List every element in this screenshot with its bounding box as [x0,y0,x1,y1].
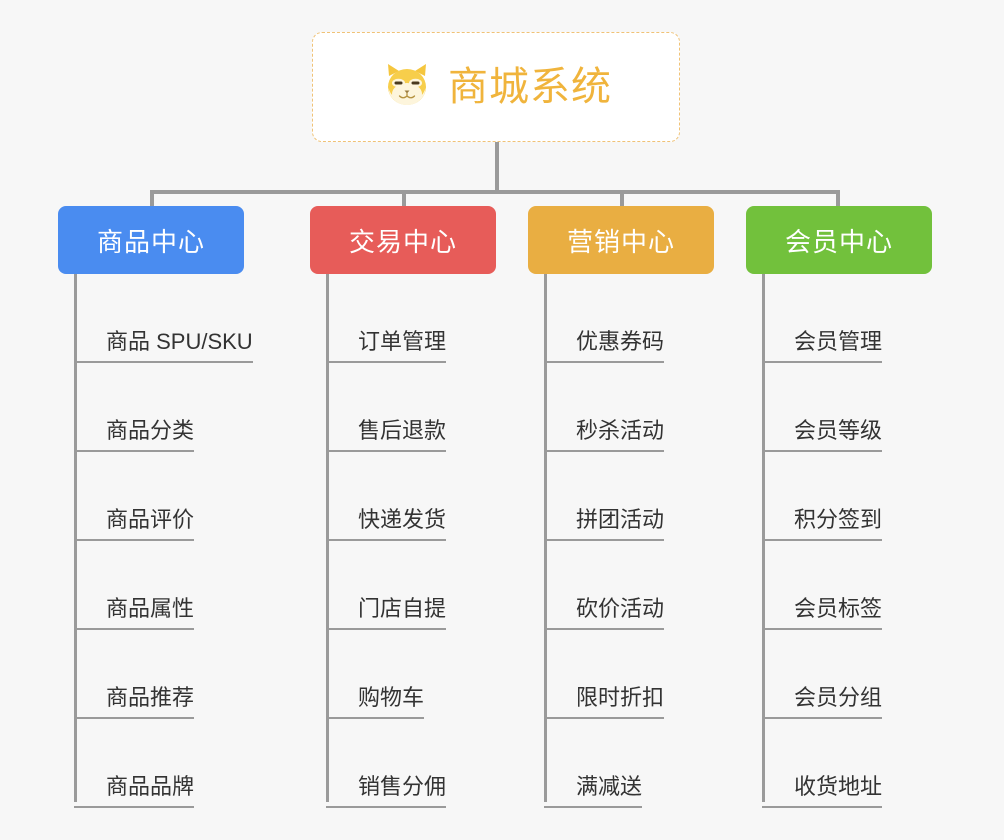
list-item-label: 商品品牌 [106,774,195,808]
branch-header-marketing-center[interactable]: 营销中心 [528,206,714,274]
list-item[interactable]: 优惠券码 [528,274,733,363]
list-item[interactable]: 商品评价 [58,452,288,541]
branch-columns: 商品中心 商品 SPU/SKU 商品分类 商品评价 商品属性 商品推荐 商品品牌… [0,206,1004,840]
connector-drop-3 [620,190,624,208]
branch-header-label: 会员中心 [784,226,893,257]
list-item[interactable]: 限时折扣 [528,630,733,719]
list-item-label: 商品评价 [106,507,195,541]
list-item[interactable]: 收货地址 [746,719,951,808]
list-item[interactable]: 销售分佣 [310,719,515,808]
list-item-label: 商品 SPU/SKU [106,329,253,363]
list-item-label: 购物车 [358,685,425,719]
list-item[interactable]: 商品 SPU/SKU [58,274,288,363]
branch-item-list: 商品 SPU/SKU 商品分类 商品评价 商品属性 商品推荐 商品品牌 [58,274,288,808]
list-item-label: 订单管理 [358,329,447,363]
list-item-label: 商品分类 [106,418,195,452]
root-node-shop-system[interactable]: 商城系统 [312,32,680,142]
connector-drop-1 [150,190,154,208]
root-title: 商城系统 [448,65,612,109]
branch-item-list: 订单管理 售后退款 快递发货 门店自提 购物车 销售分佣 [310,274,515,808]
branch-header-label: 交易中心 [348,226,457,257]
list-item-label: 会员等级 [794,418,883,452]
branch-rail [544,274,547,802]
branch-rail [74,274,77,802]
list-item[interactable]: 会员标签 [746,541,951,630]
connector-drop-2 [402,190,406,208]
branch-header-label: 商品中心 [96,226,205,257]
branch-column-marketing-center: 营销中心 优惠券码 秒杀活动 拼团活动 砍价活动 限时折扣 满减送 [528,206,733,808]
list-item[interactable]: 商品属性 [58,541,288,630]
list-item[interactable]: 快递发货 [310,452,515,541]
list-item[interactable]: 商品品牌 [58,719,288,808]
list-item[interactable]: 秒杀活动 [528,363,733,452]
branch-header-trade-center[interactable]: 交易中心 [310,206,496,274]
list-item[interactable]: 订单管理 [310,274,515,363]
list-item[interactable]: 会员分组 [746,630,951,719]
list-item[interactable]: 积分签到 [746,452,951,541]
branch-header-product-center[interactable]: 商品中心 [58,206,244,274]
list-item-label: 限时折扣 [576,685,665,719]
list-item-label: 商品属性 [106,596,195,630]
list-item[interactable]: 拼团活动 [528,452,733,541]
branch-column-product-center: 商品中心 商品 SPU/SKU 商品分类 商品评价 商品属性 商品推荐 商品品牌 [58,206,288,808]
connector-drop-4 [836,190,840,208]
list-item[interactable]: 砍价活动 [528,541,733,630]
list-item[interactable]: 商品分类 [58,363,288,452]
list-item-label: 快递发货 [358,507,447,541]
list-item-label: 拼团活动 [576,507,665,541]
list-item-label: 销售分佣 [358,774,447,808]
branch-column-trade-center: 交易中心 订单管理 售后退款 快递发货 门店自提 购物车 销售分佣 [310,206,515,808]
branch-rail [326,274,329,802]
list-item-label: 门店自提 [358,596,447,630]
list-item-label: 砍价活动 [576,596,665,630]
list-item[interactable]: 满减送 [528,719,733,808]
branch-rail [762,274,765,802]
branch-header-label: 营销中心 [566,226,675,257]
branch-item-list: 会员管理 会员等级 积分签到 会员标签 会员分组 收货地址 [746,274,951,808]
list-item-label: 售后退款 [358,418,447,452]
list-item[interactable]: 售后退款 [310,363,515,452]
list-item-label: 满减送 [576,774,643,808]
list-item[interactable]: 会员管理 [746,274,951,363]
list-item[interactable]: 会员等级 [746,363,951,452]
list-item-label: 会员分组 [794,685,883,719]
list-item-label: 商品推荐 [106,685,195,719]
list-item-label: 秒杀活动 [576,418,665,452]
branch-item-list: 优惠券码 秒杀活动 拼团活动 砍价活动 限时折扣 满减送 [528,274,733,808]
list-item-label: 会员标签 [794,596,883,630]
branch-column-member-center: 会员中心 会员管理 会员等级 积分签到 会员标签 会员分组 收货地址 [746,206,951,808]
list-item-label: 会员管理 [794,329,883,363]
list-item-label: 收货地址 [794,774,883,808]
list-item[interactable]: 门店自提 [310,541,515,630]
list-item-label: 优惠券码 [576,329,665,363]
shiba-dog-face-icon [380,60,434,114]
list-item-label: 积分签到 [794,507,883,541]
list-item[interactable]: 购物车 [310,630,515,719]
connector-stem [495,142,499,192]
list-item[interactable]: 商品推荐 [58,630,288,719]
connector-bus [150,190,840,194]
branch-header-member-center[interactable]: 会员中心 [746,206,932,274]
